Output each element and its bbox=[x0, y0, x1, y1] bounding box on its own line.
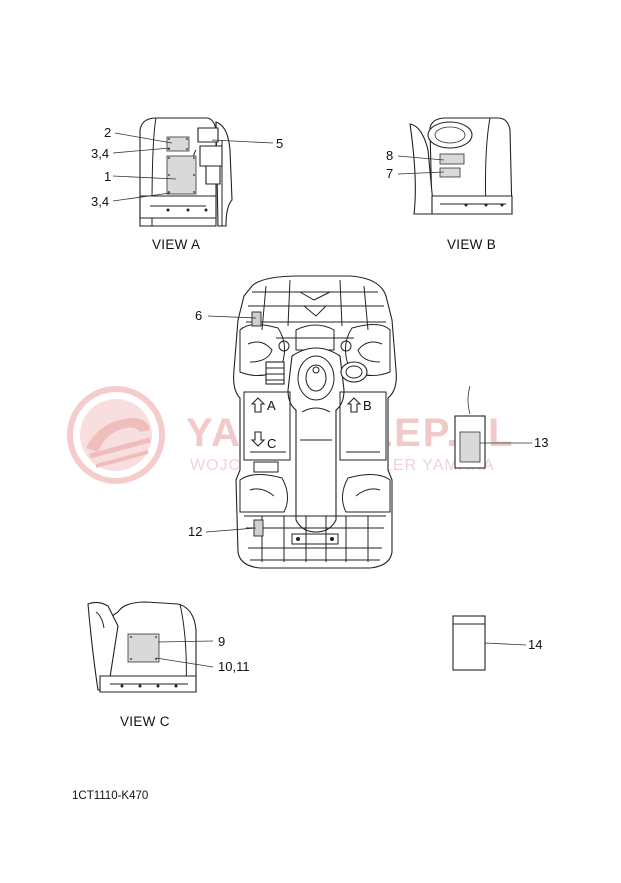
callout-1: 1 bbox=[104, 169, 111, 184]
callout-12: 12 bbox=[188, 524, 202, 539]
atv-leaders bbox=[205, 315, 257, 533]
diagram-code: 1CT1110-K470 bbox=[72, 790, 148, 802]
view-b-caption: VIEW B bbox=[447, 237, 496, 252]
view-a-caption: VIEW A bbox=[152, 237, 200, 252]
callout-7: 7 bbox=[386, 166, 393, 181]
view-b-leaders bbox=[397, 155, 445, 175]
part-13-tag bbox=[454, 385, 532, 469]
view-c-marker: C bbox=[267, 436, 276, 451]
part-14-booklet bbox=[452, 615, 527, 671]
callout-3-4-top: 3,4 bbox=[91, 146, 109, 161]
view-c-caption: VIEW C bbox=[120, 714, 170, 729]
callout-13: 13 bbox=[534, 435, 548, 450]
atv-top-view bbox=[233, 275, 397, 569]
callout-14: 14 bbox=[528, 637, 542, 652]
callout-10-11: 10,11 bbox=[218, 659, 250, 674]
view-c-drawing bbox=[87, 601, 197, 693]
view-b-marker: B bbox=[363, 398, 372, 413]
callout-2: 2 bbox=[104, 125, 111, 140]
callout-5: 5 bbox=[276, 136, 283, 151]
view-b-drawing bbox=[409, 117, 513, 215]
callout-3-4-bottom: 3,4 bbox=[91, 194, 109, 209]
callout-9: 9 bbox=[218, 634, 225, 649]
view-a-marker: A bbox=[267, 398, 276, 413]
view-a-drawing bbox=[139, 117, 233, 227]
watermark-logo bbox=[67, 386, 165, 484]
callout-6: 6 bbox=[195, 308, 202, 323]
view-a-leaders bbox=[112, 132, 274, 202]
view-c-leaders bbox=[155, 640, 214, 668]
callout-8: 8 bbox=[386, 148, 393, 163]
